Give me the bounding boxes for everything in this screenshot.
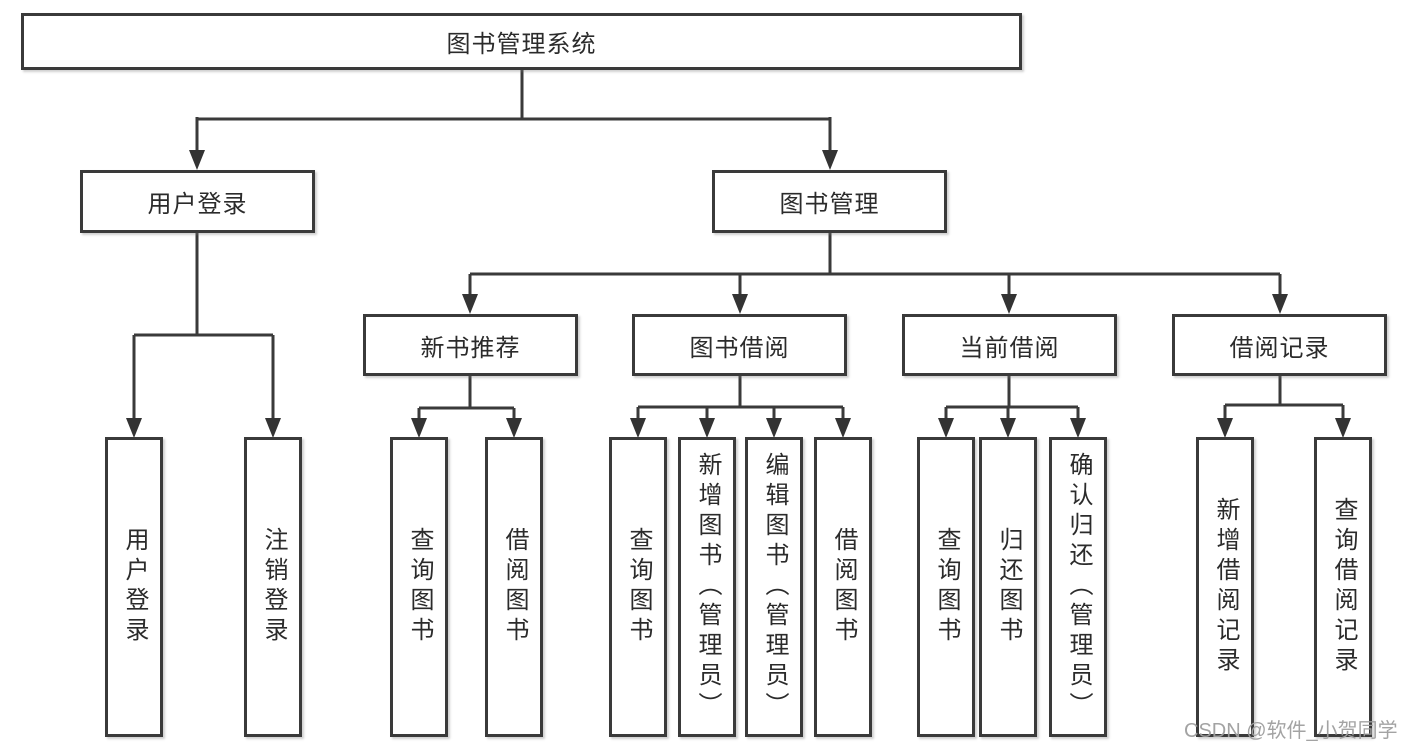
leaf-label: 借阅图书: [501, 527, 528, 647]
leaf-label: 确认归还（管理员）: [1065, 452, 1092, 722]
leaf-label: 新增借阅记录: [1212, 497, 1239, 677]
leaf-label: 借阅图书: [830, 527, 857, 647]
leaf-records-add: 新增借阅记录: [1196, 437, 1254, 737]
leaf-logout: 注销登录: [244, 437, 302, 737]
leaf-label: 查询图书: [406, 527, 433, 647]
node-label: 图书管理: [779, 191, 880, 218]
node-new-book-recommend: 新书推荐: [363, 314, 578, 376]
node-book-management: 图书管理: [712, 170, 947, 233]
node-label: 用户登录: [147, 191, 248, 218]
node-library-system: 图书管理系统: [21, 13, 1022, 70]
leaf-label: 查询图书: [625, 527, 652, 647]
leaf-label: 查询图书: [933, 527, 960, 647]
leaf-current-confirm-admin: 确认归还（管理员）: [1049, 437, 1107, 737]
leaf-label: 注销登录: [260, 527, 287, 647]
leaf-label: 新增图书（管理员）: [694, 452, 721, 722]
leaf-user-login: 用户登录: [105, 437, 163, 737]
leaf-current-return: 归还图书: [979, 437, 1037, 737]
node-label: 借阅记录: [1229, 334, 1330, 362]
leaf-label: 编辑图书（管理员）: [761, 452, 788, 722]
node-label: 图书借阅: [689, 334, 790, 362]
node-label: 图书管理系统: [446, 31, 597, 58]
leaf-borrow-query: 查询图书: [609, 437, 667, 737]
leaf-newbook-borrow: 借阅图书: [485, 437, 543, 737]
leaf-newbook-query: 查询图书: [390, 437, 448, 737]
node-label: 当前借阅: [959, 334, 1060, 362]
leaf-label: 用户登录: [121, 527, 148, 647]
leaf-borrow-add-admin: 新增图书（管理员）: [678, 437, 736, 737]
leaf-label: 查询借阅记录: [1330, 497, 1357, 677]
leaf-label: 归还图书: [995, 527, 1022, 647]
node-label: 新书推荐: [420, 334, 521, 362]
leaf-borrow-borrow: 借阅图书: [814, 437, 872, 737]
leaf-records-query: 查询借阅记录: [1314, 437, 1372, 737]
node-user-login: 用户登录: [80, 170, 315, 233]
leaf-current-query: 查询图书: [917, 437, 975, 737]
node-borrow-records: 借阅记录: [1172, 314, 1387, 376]
leaf-borrow-edit-admin: 编辑图书（管理员）: [745, 437, 803, 737]
node-book-borrow: 图书借阅: [632, 314, 847, 376]
node-current-borrow: 当前借阅: [902, 314, 1117, 376]
